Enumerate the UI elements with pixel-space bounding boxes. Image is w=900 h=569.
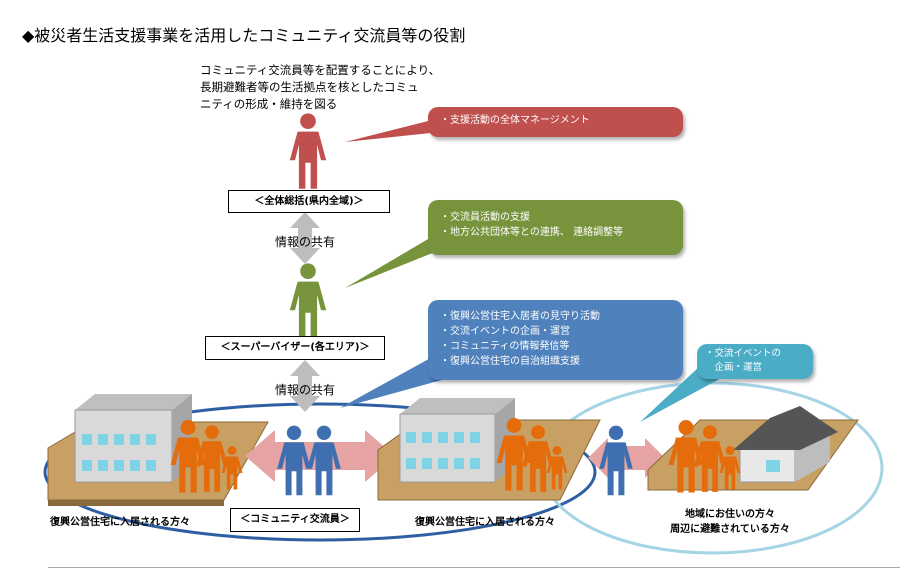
teal-callout: ・交流イベントの 企画・運営: [697, 344, 813, 379]
left-platform-edge: [48, 500, 224, 506]
callout-line: ・支援活動の全体マネージメント: [440, 115, 590, 126]
bottom-divider: [48, 567, 900, 568]
supervisor-person-icon: [289, 263, 327, 339]
callout-line: ・コミュニティの情報発信等: [440, 341, 570, 352]
middle-building-icon: [399, 398, 515, 483]
callout-line: ・交流イベントの企画・運営: [440, 326, 570, 337]
left-residents-label: 復興公営住宅に入居される方々: [50, 517, 190, 528]
share-arrow-bottom: [290, 360, 320, 412]
role-community: ＜コミュニティ交流員＞: [230, 508, 360, 532]
intro-line: 長期避難者等の生活拠点を核としたコミュ: [200, 80, 419, 94]
intro-line: コミュニティ交流員等を配置することにより、: [200, 63, 441, 77]
blue-callout: ・復興公営住宅入居者の見守り活動 ・交流イベントの企画・運営 ・コミュニティの情…: [428, 300, 683, 380]
middle-residents-label: 復興公営住宅に入居される方々: [415, 517, 555, 528]
local-label-1: 地域にお住いの方々: [685, 509, 775, 520]
green-callout-tail: [345, 232, 440, 288]
callout-line: ・交流員活動の支援: [440, 212, 530, 223]
callout-line: 企画・運営: [705, 362, 763, 373]
house-icon: [733, 406, 838, 483]
teal-callout-tail: [640, 366, 725, 422]
callout-line: ・復興公営住宅入居者の見守り活動: [440, 311, 600, 322]
callout-line: ・地方公共団体等との連携、 連絡調整等: [440, 227, 624, 238]
role-overall: ＜全体総括(県内全域)＞: [228, 190, 390, 213]
page-title: ◆被災者生活支援事業を活用したコミュニティ交流員等の役割: [22, 26, 466, 45]
red-callout-tail: [345, 118, 440, 142]
share-label-bottom: 情報の共有: [275, 383, 336, 397]
intro-text: コミュニティ交流員等を配置することにより、 長期避難者等の生活拠点を核としたコミ…: [200, 62, 440, 113]
left-building-icon: [74, 394, 192, 483]
green-callout: ・交流員活動の支援 ・地方公共団体等との連携、 連絡調整等: [428, 200, 683, 255]
callout-line: ・復興公営住宅の自治組織支援: [440, 356, 580, 367]
intro-line: ニティの形成・維持を図る: [200, 97, 338, 111]
share-arrow-top: [290, 212, 320, 264]
local-label-2: 周辺に避難されている方々: [670, 524, 790, 535]
community-ellipse: [43, 402, 597, 542]
callout-line: ・交流イベントの: [705, 348, 782, 359]
role-supervisor: ＜スーパーバイザー(各エリア)＞: [205, 336, 385, 360]
share-label-top: 情報の共有: [275, 235, 336, 249]
red-callout: ・支援活動の全体マネージメント: [428, 107, 683, 137]
manager-person-icon: [289, 113, 327, 189]
